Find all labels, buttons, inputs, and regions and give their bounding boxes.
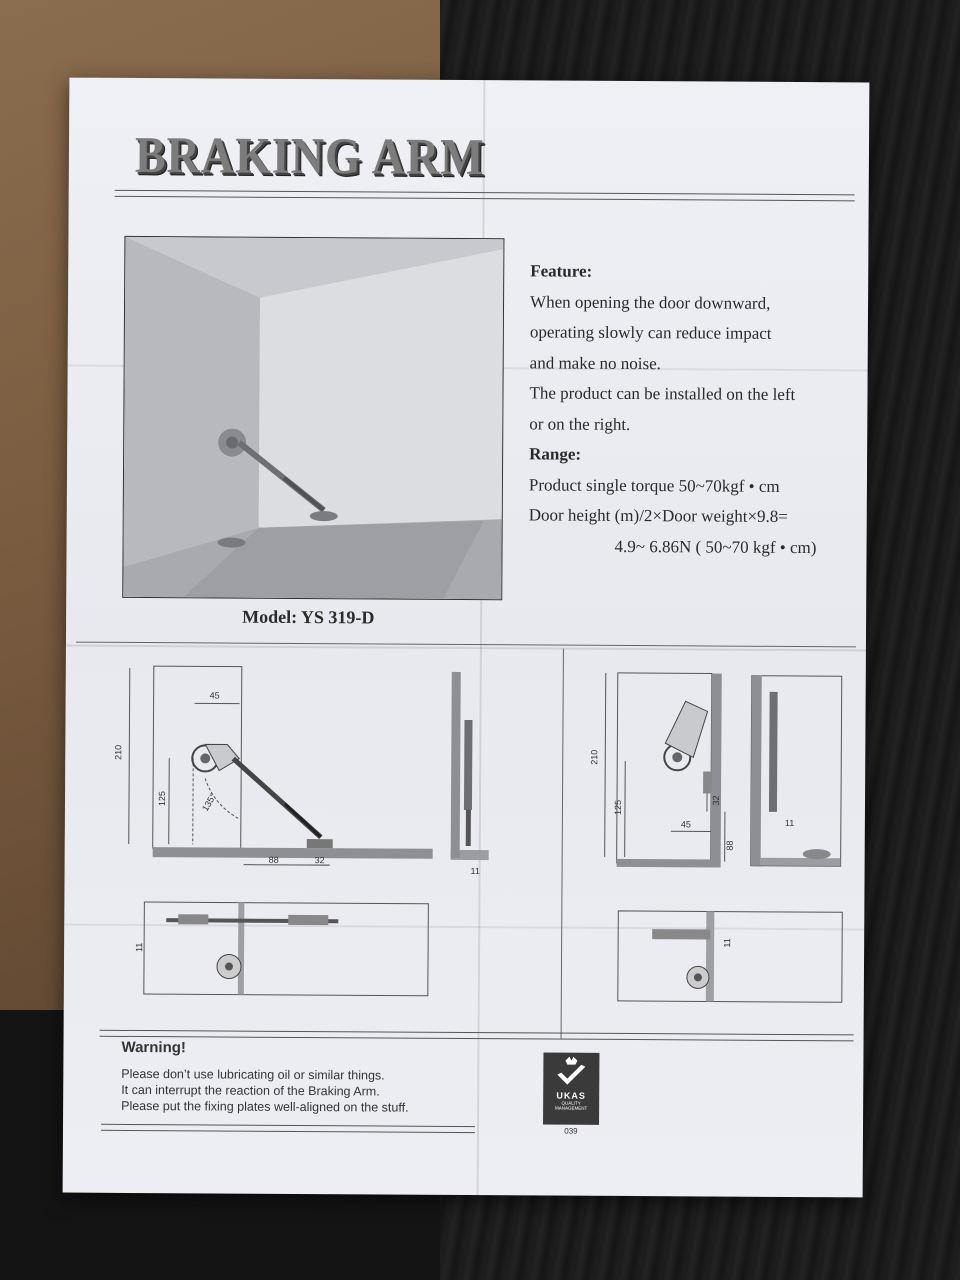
ukas-text: UKAS <box>556 1090 586 1101</box>
dim-88: 88 <box>269 855 279 865</box>
left-installation-diagram: 210 125 45 135° 88 32 11 11 <box>113 665 490 997</box>
dim-32: 32 <box>315 855 325 865</box>
dim-11-side: 11 <box>785 818 794 828</box>
feature-line: The product can be installed on the left <box>529 383 796 405</box>
dim-11-side: 11 <box>471 866 480 876</box>
dim-11-plan: 11 <box>134 943 144 952</box>
range-line: 4.9~ 6.86N ( 50~70 kgf • cm) <box>614 536 817 557</box>
dim-125: 125 <box>613 800 623 815</box>
product-photo <box>122 235 505 601</box>
dim-11-plan: 11 <box>722 938 732 947</box>
feature-heading: Feature: <box>530 261 593 281</box>
dim-125: 125 <box>157 791 167 806</box>
title-rule <box>114 189 855 202</box>
feature-line: When opening the door downward, <box>529 291 771 313</box>
checkmark-crown-icon <box>557 1056 586 1085</box>
feature-section: Feature: When opening the door downward,… <box>528 256 860 563</box>
feature-line: operating slowly can reduce impact <box>529 322 772 343</box>
cabinet-illustration <box>123 236 504 600</box>
dim-45: 45 <box>681 819 691 829</box>
dim-88: 88 <box>725 841 735 851</box>
dim-210: 210 <box>113 745 123 760</box>
warning-title: Warning! <box>121 1038 186 1057</box>
document-title: BRAKING ARM <box>134 125 485 186</box>
right-installation-diagram: 210 125 45 32 88 11 11 <box>589 672 843 1003</box>
dim-45: 45 <box>210 690 220 700</box>
dim-angle: 135° <box>200 791 218 812</box>
range-line: Door height (m)/2×Door weight×9.8= <box>528 505 788 526</box>
cert-code: 039 <box>564 1126 578 1136</box>
range-line: Product single torque 50~70kgf • cm <box>528 474 780 496</box>
instruction-sheet: BRAKING ARM Feature: When opening the do… <box>62 77 870 1198</box>
model-label: Model: YS 319-D <box>242 606 375 628</box>
diagram-divider <box>560 648 564 1039</box>
dim-32: 32 <box>711 795 721 805</box>
dim-210: 210 <box>589 750 599 765</box>
ukas-sub-text: MANAGEMENT <box>554 1105 588 1111</box>
ukas-certification-badge: UKAS QUALITY MANAGEMENT <box>543 1052 600 1125</box>
warning-line: Please put the fixing plates well-aligne… <box>121 1098 409 1115</box>
feature-line: and make no noise. <box>529 352 661 373</box>
feature-line: or on the right. <box>529 413 631 434</box>
warning-section: Warning! Please don’t use lubricating oi… <box>121 1038 461 1116</box>
range-heading: Range: <box>529 444 582 464</box>
warning-rule <box>100 1123 476 1134</box>
